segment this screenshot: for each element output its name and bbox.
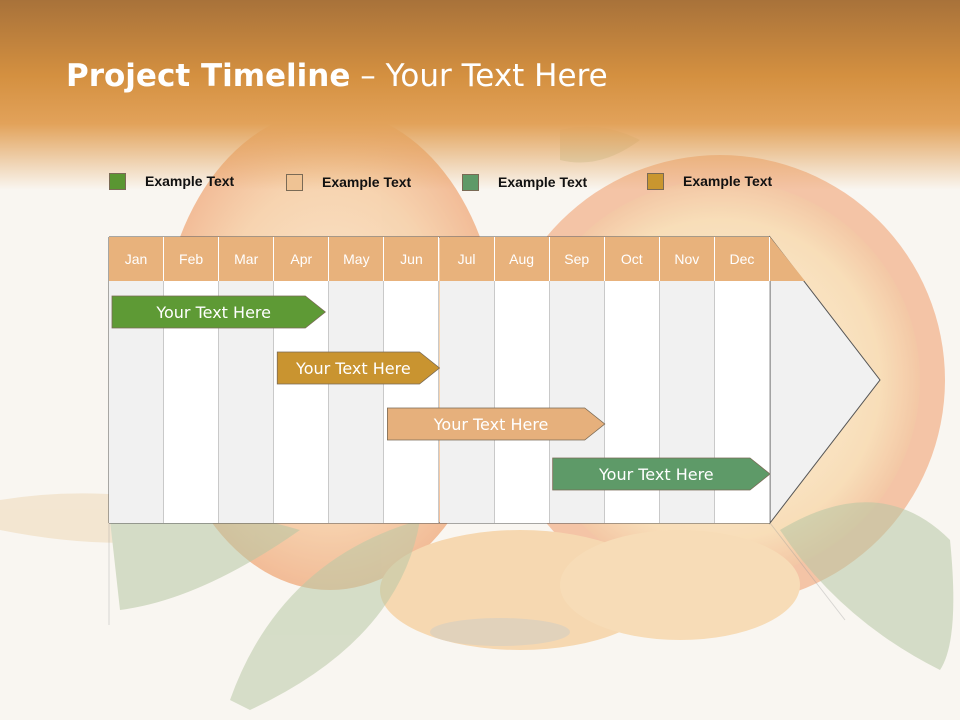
page-title: Project Timeline – Your Text Here	[66, 58, 608, 94]
task-arrow	[111, 295, 326, 329]
title-rest: – Your Text Here	[350, 58, 608, 94]
task-arrow	[552, 457, 771, 491]
legend-label: Example Text	[145, 173, 235, 189]
legend-label: Example Text	[683, 173, 773, 189]
task-label: Your Text Here	[156, 302, 271, 322]
header-band	[0, 0, 960, 190]
legend-item: Example Text	[286, 172, 411, 192]
legend-label: Example Text	[498, 174, 588, 190]
task-arrow	[276, 351, 441, 385]
month-column	[494, 281, 550, 523]
month-header-apr: Apr	[274, 237, 330, 281]
month-header-feb: Feb	[164, 237, 220, 281]
month-header-sep: Sep	[549, 237, 605, 281]
month-header-oct: Oct	[604, 237, 660, 281]
legend-item: Example Text	[647, 171, 772, 191]
task-label: Your Text Here	[433, 414, 549, 434]
month-column	[329, 281, 385, 523]
legend-swatch	[109, 172, 126, 190]
legend-item: Example Text	[462, 172, 587, 192]
month-header-aug: Aug	[494, 237, 550, 281]
legend-swatch	[647, 172, 664, 190]
month-header-jun: Jun	[384, 237, 440, 281]
month-header-may: May	[329, 237, 385, 281]
task-label: Your Text Here	[296, 358, 411, 378]
timeline-arrowhead	[769, 235, 881, 525]
month-header-jan: Jan	[109, 237, 165, 281]
timeline-arrow-header	[770, 237, 805, 281]
month-column	[439, 281, 495, 523]
month-header-dec: Dec	[714, 237, 770, 281]
legend-swatch	[286, 173, 303, 191]
task-arrow	[387, 407, 606, 441]
month-header-jul: Jul	[439, 237, 495, 281]
timeline-reflection	[108, 522, 846, 625]
month-header-nov: Nov	[659, 237, 715, 281]
legend-swatch	[462, 173, 479, 191]
title-bold: Project Timeline	[66, 58, 351, 94]
month-header-mar: Mar	[219, 237, 275, 281]
month-column	[384, 281, 440, 523]
legend-label: Example Text	[322, 174, 412, 190]
task-label: Your Text Here	[599, 464, 714, 484]
legend-item: Example Text	[109, 171, 234, 191]
